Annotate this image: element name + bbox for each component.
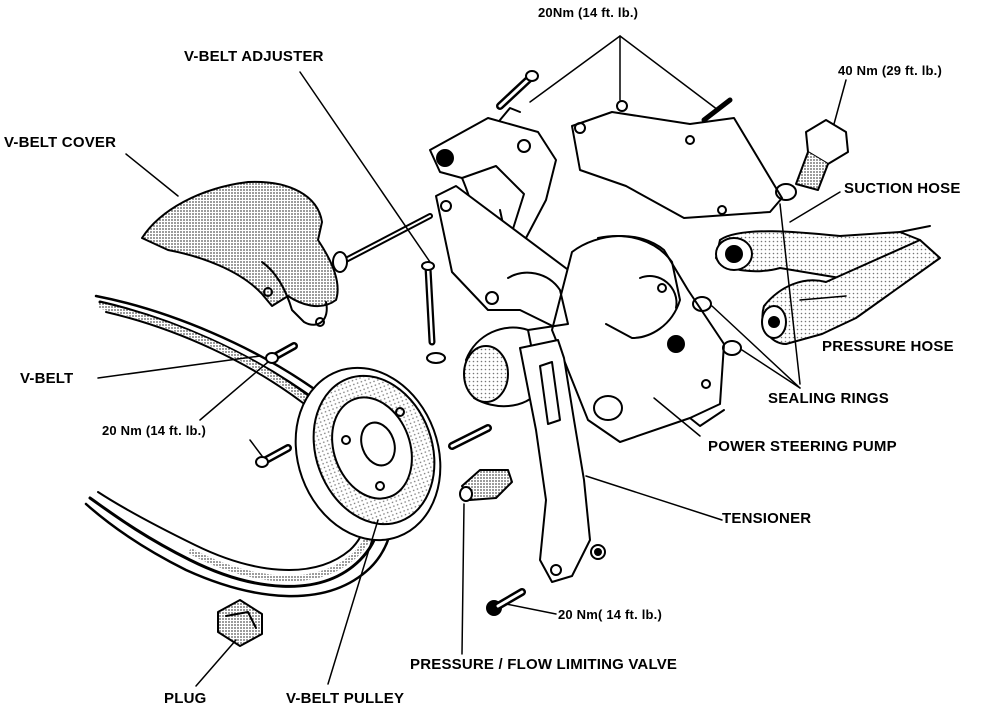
sealing-rings-label: SEALING RINGS <box>768 390 889 407</box>
v-belt-adjuster-label: V-BELT ADJUSTER <box>184 48 324 65</box>
torque-label-bottom: 20 Nm( 14 ft. lb.) <box>558 607 663 622</box>
v-belt-pulley-part <box>294 366 442 542</box>
pressure-hose-label: PRESSURE HOSE <box>822 338 954 355</box>
suction-hose-label: SUCTION HOSE <box>844 180 961 197</box>
pressure-flow-valve-part <box>448 424 513 502</box>
power-steering-pump-part <box>551 234 725 443</box>
v-belt-cover-label: V-BELT COVER <box>4 134 117 151</box>
leader-lines <box>97 35 847 687</box>
sealing-rings-part <box>692 183 797 356</box>
plug-part <box>217 599 263 647</box>
torque-label-top: 20Nm (14 ft. lb.) <box>538 5 639 20</box>
pressure-hose-part <box>761 239 941 345</box>
v-belt-adjuster-part <box>332 213 446 364</box>
tensioner-part <box>519 339 606 583</box>
plug-label: PLUG <box>164 690 207 707</box>
torque-label-left: 20 Nm (14 ft. lb.) <box>102 423 207 438</box>
v-belt-cover-part <box>141 180 339 327</box>
top-washer-part <box>616 100 628 112</box>
torque-label-40nm: 40 Nm (29 ft. lb.) <box>838 63 943 78</box>
v-belt-label: V-BELT <box>20 370 74 387</box>
v-belt-pulley-label: V-BELT PULLEY <box>286 690 405 707</box>
top-plate-part <box>571 97 783 219</box>
pulley-bolt-part <box>255 342 298 468</box>
tensioner-label: TENSIONER <box>722 510 812 527</box>
suction-hose-part <box>715 225 931 283</box>
bottom-bolt-part <box>486 588 526 616</box>
banjo-bolt-part <box>795 119 849 191</box>
upper-bracket-part <box>429 107 557 245</box>
power-steering-pump-label: POWER STEERING PUMP <box>708 438 897 455</box>
top-bolt-part <box>496 70 539 110</box>
pressure-flow-valve-label: PRESSURE / FLOW LIMITING VALVE <box>410 656 678 673</box>
